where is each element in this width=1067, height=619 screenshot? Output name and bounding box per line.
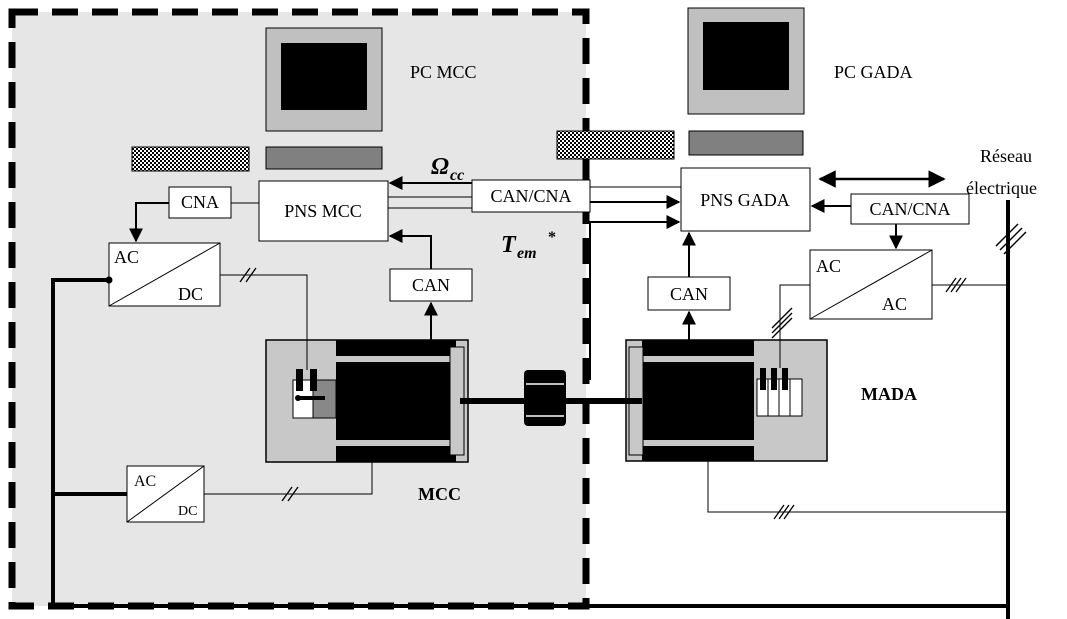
pns-mcc-label: PNS MCC bbox=[284, 201, 362, 221]
pns-mcc-box bbox=[258, 180, 389, 242]
mada-machine bbox=[625, 339, 828, 462]
converter-right-ac2-label: AC bbox=[882, 294, 907, 314]
mcc-machine bbox=[265, 339, 469, 463]
reseau-label-line1: Réseau bbox=[980, 146, 1032, 166]
svg-text:Ω: Ω bbox=[431, 154, 449, 180]
coupling bbox=[524, 370, 566, 426]
svg-text:T: T bbox=[501, 232, 517, 258]
svg-text:em: em bbox=[517, 245, 537, 262]
cable-tick-marks bbox=[239, 267, 967, 520]
can-mcc-label: CAN bbox=[412, 275, 450, 295]
grid-tick-marks bbox=[995, 223, 1027, 255]
converter-top-dc-label: DC bbox=[178, 284, 203, 304]
can-cna-right-label: CAN/CNA bbox=[869, 199, 950, 219]
pc-gada-label: PC GADA bbox=[834, 62, 913, 82]
converter-bottom-dc-label: DC bbox=[178, 504, 197, 519]
mcc-label: MCC bbox=[418, 484, 461, 504]
pns-gada-label: PNS GADA bbox=[700, 190, 790, 210]
reseau-label-line2: électrique bbox=[966, 178, 1037, 198]
svg-text:*: * bbox=[548, 229, 556, 246]
pc-gada-monitor bbox=[556, 7, 805, 160]
can-cna-mid-label: CAN/CNA bbox=[490, 186, 571, 206]
pns-gada-box bbox=[680, 167, 811, 232]
can-cna-mid-box bbox=[471, 179, 591, 213]
power-wires bbox=[51, 274, 1008, 608]
pc-mcc-label: PC MCC bbox=[410, 62, 477, 82]
cna-box bbox=[168, 186, 232, 219]
pc-mcc-monitor bbox=[131, 27, 383, 172]
omega-cc-label: Ω cc bbox=[431, 154, 464, 184]
converter-top-ac-label: AC bbox=[114, 247, 139, 267]
can-mada-label: CAN bbox=[670, 284, 708, 304]
svg-text:cc: cc bbox=[450, 167, 464, 184]
can-mcc-box bbox=[389, 268, 473, 302]
signal-wires bbox=[129, 170, 946, 380]
tem-setpoint-label: T em * bbox=[501, 229, 556, 262]
converter-ac-ac-right bbox=[809, 249, 933, 320]
mada-label: MADA bbox=[861, 384, 917, 404]
converter-right-ac1-label: AC bbox=[816, 256, 841, 276]
converter-ac-dc-top bbox=[108, 242, 221, 307]
converter-ac-dc-bottom bbox=[126, 465, 205, 523]
converter-bottom-ac-label: AC bbox=[134, 473, 156, 490]
can-mada-box bbox=[647, 276, 731, 311]
cna-label: CNA bbox=[181, 192, 219, 212]
can-cna-right-box bbox=[850, 193, 970, 225]
